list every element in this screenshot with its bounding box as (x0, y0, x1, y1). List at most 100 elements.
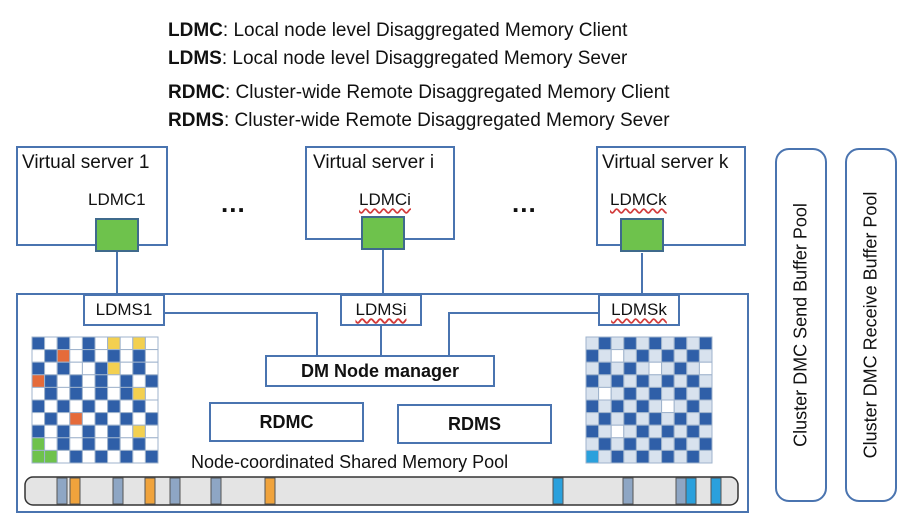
memory-cell (610, 349, 625, 363)
memory-cell (610, 412, 625, 426)
memory-cell (107, 374, 121, 388)
memory-cell (69, 437, 83, 451)
memory-cell (686, 399, 700, 414)
memory-cell (673, 374, 688, 388)
memory-cell (648, 361, 663, 376)
virtual-server-1: Virtual server 1 LDMC1 (16, 146, 168, 246)
memory-cell (673, 386, 688, 401)
memory-cell (673, 437, 688, 451)
memory-cell (623, 336, 637, 351)
memory-cell (119, 437, 134, 451)
memory-cell (31, 449, 46, 464)
memory-cell (144, 449, 159, 464)
memory-cell (69, 412, 83, 426)
memory-cell (698, 424, 713, 439)
memory-cell (698, 386, 713, 401)
memory-cell (44, 374, 58, 388)
memory-cell (69, 361, 83, 376)
memory-cell (623, 374, 637, 388)
memory-cell (598, 361, 612, 376)
memory-cell (623, 424, 637, 439)
memory-cell (69, 336, 83, 351)
memory-cell (31, 424, 46, 439)
legend-rdmc: RDMC: Cluster-wide Remote Disaggregated … (168, 82, 670, 104)
memory-cell (94, 399, 109, 414)
memory-cell (107, 361, 121, 376)
memory-segment (622, 477, 634, 505)
memory-cell (673, 424, 688, 439)
memory-cell (44, 424, 58, 439)
memory-cell (648, 399, 663, 414)
memory-cell (673, 412, 688, 426)
memory-cell (132, 424, 146, 439)
memory-cell (56, 399, 71, 414)
memory-cell (31, 361, 46, 376)
memory-cell (673, 336, 688, 351)
memory-cell (598, 386, 612, 401)
memory-cell (610, 361, 625, 376)
memory-cell (598, 336, 612, 351)
memory-cell (69, 424, 83, 439)
memory-cell (132, 336, 146, 351)
legend-text: : Local node level Disaggregated Memory … (222, 20, 628, 41)
memory-cell (698, 336, 713, 351)
memory-cell (56, 437, 71, 451)
memory-cell (44, 386, 58, 401)
memory-cell (119, 374, 134, 388)
memory-cell (69, 349, 83, 363)
memory-cell (673, 449, 688, 464)
connector-ldmsk-manager (448, 312, 598, 357)
memory-cell (673, 361, 688, 376)
memory-cell (648, 449, 663, 464)
memory-cell (81, 449, 96, 464)
memory-cell (610, 374, 625, 388)
memory-cell (623, 386, 637, 401)
memory-cell (686, 374, 700, 388)
memory-cell (107, 437, 121, 451)
ldmsk-memory-grid (585, 336, 713, 464)
ldmc1-block (95, 218, 139, 252)
memory-cell (107, 386, 121, 401)
connector-ldms1-manager (165, 312, 318, 357)
memory-cell (635, 386, 650, 401)
memory-cell (132, 386, 146, 401)
memory-cell (69, 386, 83, 401)
memory-cell (144, 386, 159, 401)
legend-text: : Cluster-wide Remote Disaggregated Memo… (225, 82, 670, 103)
memory-cell (94, 449, 109, 464)
memory-cell (69, 399, 83, 414)
memory-cell (31, 336, 46, 351)
legend-text: : Cluster-wide Remote Disaggregated Memo… (223, 110, 670, 131)
memory-cell (56, 386, 71, 401)
memory-cell (132, 374, 146, 388)
memory-cell (648, 437, 663, 451)
memory-cell (598, 349, 612, 363)
memory-cell (635, 399, 650, 414)
ldmsk-box: LDMSk (598, 294, 680, 326)
memory-cell (81, 424, 96, 439)
memory-cell (648, 349, 663, 363)
send-pool-label: Cluster DMC Send Buffer Pool (790, 203, 811, 447)
memory-cell (81, 412, 96, 426)
memory-cell (585, 336, 600, 351)
memory-cell (698, 399, 713, 414)
memory-cell (635, 437, 650, 451)
legend-abbr: LDMC (168, 20, 223, 41)
memory-cell (635, 374, 650, 388)
rdms-box: RDMS (397, 404, 552, 444)
memory-cell (686, 449, 700, 464)
memory-cell (661, 361, 675, 376)
legend-abbr: RDMS (168, 110, 224, 131)
memory-cell (686, 361, 700, 376)
memory-cell (81, 349, 96, 363)
memory-segment (56, 477, 68, 505)
memory-cell (144, 412, 159, 426)
memory-cell (144, 374, 159, 388)
memory-cell (144, 361, 159, 376)
ldmck-block (620, 218, 664, 252)
memory-cell (56, 349, 71, 363)
memory-segment (144, 477, 156, 505)
memory-segment (112, 477, 124, 505)
memory-cell (598, 412, 612, 426)
